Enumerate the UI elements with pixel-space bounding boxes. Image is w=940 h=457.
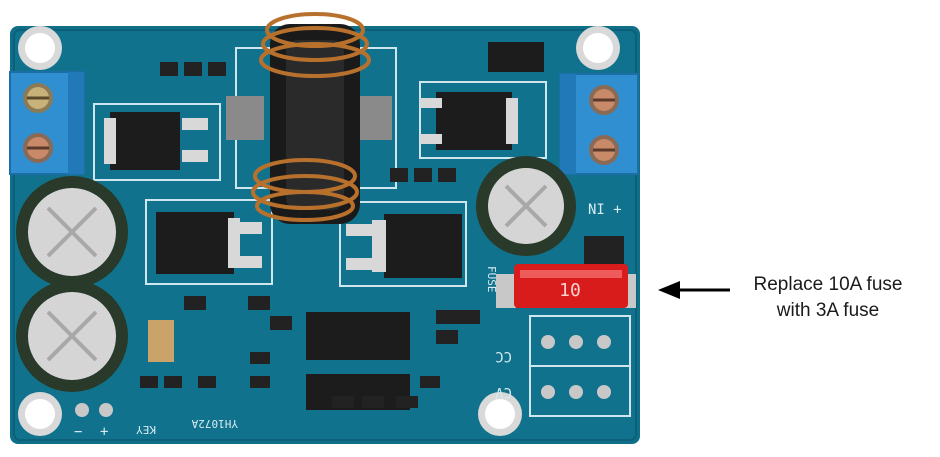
smd-components (140, 62, 480, 408)
annotation-text: Replace 10A fuse with 3A fuse (728, 272, 928, 324)
toroid-inductor (226, 12, 392, 224)
jumper-pins (75, 335, 611, 417)
output-terminal-block (559, 73, 639, 175)
fuse-label: FUSE (485, 266, 498, 293)
ni-plus-label: NI + (588, 202, 622, 218)
annotation-line-1: Replace 10A fuse (753, 274, 903, 295)
plus-label: + (100, 424, 108, 440)
mounting-holes (18, 26, 620, 436)
key-label: KEY (136, 423, 156, 436)
integrated-circuits (148, 42, 624, 410)
annotation-line-2: with 3A fuse (776, 300, 880, 321)
model-label: YH1072A (191, 417, 238, 430)
cv-label: CV (495, 384, 512, 400)
mosfet-packages (104, 92, 518, 278)
cc-label: CC (495, 348, 512, 364)
annotation-arrow (658, 281, 730, 299)
input-terminal-block (9, 71, 85, 175)
electrolytic-capacitors (16, 156, 576, 392)
minus-label: − (74, 424, 82, 440)
fuse-value-label: 10 (559, 280, 581, 301)
blade-fuse: 10 (496, 264, 636, 308)
